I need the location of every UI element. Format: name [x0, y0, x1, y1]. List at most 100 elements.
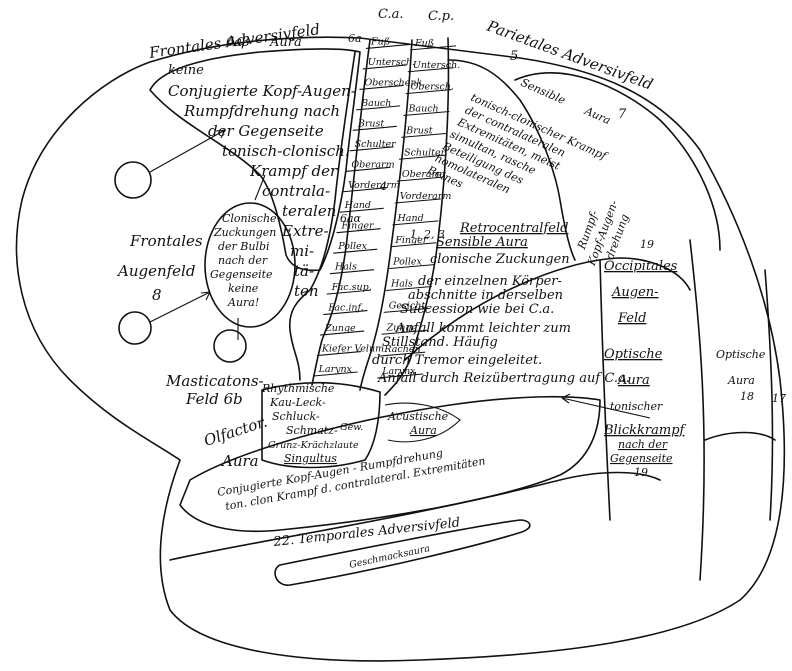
occipital-band-1 — [600, 260, 610, 520]
svg-text:mi-: mi- — [290, 242, 314, 260]
svg-text:der Bulbi: der Bulbi — [218, 240, 270, 253]
svg-text:Anfall kommt leichter zum: Anfall kommt leichter zum — [395, 321, 571, 336]
svg-text:18: 18 — [740, 390, 754, 403]
geschmacksaura-label: Geschmacksaura — [348, 543, 431, 571]
svg-text:Sensible: Sensible — [519, 76, 568, 107]
cp-row-label: Gesicht — [389, 300, 426, 311]
frontal-eye-field: Frontales Augenfeld 8 — [116, 232, 203, 304]
svg-text:nach der: nach der — [218, 254, 268, 267]
clonic-bulbi: Clonische Zuckungen der Bulbi nach der G… — [210, 212, 277, 309]
cp-row-label: Rachen — [383, 344, 420, 355]
svg-text:Rhythmische: Rhythmische — [261, 382, 335, 395]
svg-text:Aura: Aura — [617, 373, 650, 388]
svg-text:tä-: tä- — [294, 262, 314, 280]
area-6ab-keine: keine — [168, 63, 204, 78]
ca-row-label: Fac.sup. — [331, 282, 372, 293]
svg-text:Occipitales: Occipitales — [604, 259, 678, 274]
area-6ab-aura: Aura — [269, 35, 302, 50]
cp-row-label: Schulter — [404, 147, 447, 158]
cp-row-label: Hals — [390, 279, 413, 290]
area-7: 7 — [618, 107, 627, 122]
svg-text:teralen: teralen — [282, 202, 336, 220]
svg-text:Singultus: Singultus — [284, 452, 337, 465]
svg-text:Aura!: Aura! — [227, 296, 259, 309]
svg-text:Acustische: Acustische — [387, 410, 449, 423]
svg-text:ten: ten — [294, 282, 319, 300]
svg-text:nach der: nach der — [618, 438, 668, 451]
occipital-eye-field: Occipitales Augen- Feld — [604, 259, 678, 326]
ca-row-label: Pollex — [337, 241, 367, 252]
rhythmische: Rhythmische Kau-Leck- Schluck- Schmatz- — [261, 382, 338, 437]
mastication-field: Masticatons- Feld 6b — [165, 372, 264, 408]
svg-text:Optische: Optische — [604, 347, 663, 362]
svg-text:Aura: Aura — [220, 452, 259, 470]
grunz: Grunz-Krächzlaute Singultus — [268, 440, 359, 465]
occipital-band-2 — [690, 240, 704, 580]
cp-row-label: Hand — [397, 213, 424, 224]
svg-text:contrala-: contrala- — [262, 182, 330, 200]
area-6ab-number: 6aβ — [226, 35, 250, 50]
ca-row-label: Vorderarm — [348, 180, 400, 191]
svg-text:Gegenseite: Gegenseite — [210, 268, 273, 281]
area-17: 17 — [772, 392, 786, 405]
svg-text:Blickkrampf: Blickkrampf — [603, 423, 687, 438]
svg-text:8: 8 — [152, 286, 162, 304]
cp-row-label: Obersch. — [411, 82, 454, 93]
svg-text:keine: keine — [228, 282, 259, 295]
retro-text: clonische Zuckungen der einzelnen Körper… — [400, 252, 570, 317]
ca-row-label: Hand — [344, 200, 371, 211]
svg-text:Aura: Aura — [409, 424, 437, 437]
occipital-sep — [705, 433, 775, 441]
svg-text:Extre-: Extre- — [281, 222, 329, 240]
svg-text:Krampf der: Krampf der — [249, 162, 338, 180]
svg-text:Gegenseite: Gegenseite — [610, 452, 673, 465]
ca-row-label: Oberarm — [351, 159, 394, 170]
cp-row-label: Finger — [394, 235, 428, 246]
cp-row-label: Vorderarm — [400, 191, 452, 202]
ca-row-label: Finger — [341, 221, 375, 232]
ca-row-label: Fac.inf. — [327, 303, 363, 314]
gew: Gew. — [340, 422, 363, 433]
svg-text:Zuckungen: Zuckungen — [213, 226, 276, 239]
cp-row-label: Pollex — [392, 257, 422, 268]
ca-row-label: Brust — [357, 118, 385, 129]
svg-text:Optische: Optische — [716, 348, 766, 361]
svg-text:der einzelnen Körper-: der einzelnen Körper- — [418, 274, 562, 289]
area-7-text: tonisch-clonischer Krampf der contralate… — [425, 86, 610, 240]
blickkrampf: Blickkrampf nach der Gegenseite — [603, 423, 687, 465]
cp-row-label: Fuß — [414, 38, 434, 49]
olfactor-aura: Olfactor. Aura — [202, 412, 270, 470]
cp-label: C.p. — [428, 9, 454, 24]
svg-text:tonisch-clonisch.: tonisch-clonisch. — [222, 142, 350, 160]
svg-text:Aura: Aura — [582, 104, 613, 127]
svg-text:Augenfeld: Augenfeld — [116, 262, 195, 280]
cp-row-label: Brust — [405, 125, 433, 136]
svg-text:Conjugierte Kopf-Augen-: Conjugierte Kopf-Augen- — [168, 82, 356, 100]
ca-row-label: Kiefer Velum — [321, 344, 384, 355]
circle-3 — [214, 330, 246, 362]
cp-row-label: Untersch. — [413, 60, 460, 71]
cp-row-label: Bauch — [407, 104, 438, 115]
ca-row-label: Untersch. — [368, 57, 415, 68]
area-6a-top: 6a — [348, 32, 362, 45]
svg-text:Kau-Leck-: Kau-Leck- — [269, 396, 326, 409]
svg-text:Frontales: Frontales — [129, 232, 203, 250]
svg-text:Schluck-: Schluck- — [272, 410, 320, 423]
svg-text:Masticatons-: Masticatons- — [165, 372, 264, 390]
svg-text:Feld: Feld — [617, 311, 646, 326]
temporal-adversive-label: 22. Temporales Adversivfeld — [272, 515, 461, 550]
ca-row-label: Fuß — [370, 36, 390, 47]
svg-text:abschnitte in derselben: abschnitte in derselben — [408, 288, 563, 303]
svg-text:Augen-: Augen- — [611, 285, 659, 300]
ca-row-label: Hals — [334, 262, 357, 273]
retrocentral-label: Retrocentralfeld — [459, 221, 568, 236]
ca-row-label: Larynx — [318, 364, 353, 375]
cp-row-label: Zunge — [386, 322, 418, 333]
svg-text:Rumpfdrehung nach: Rumpfdrehung nach — [183, 102, 340, 120]
ca-row-label: Schulter — [355, 139, 398, 150]
sensible-aura-label: Sensible Aura — [436, 235, 528, 250]
svg-text:Olfactor.: Olfactor. — [202, 412, 270, 449]
acustische: Acustische Aura — [387, 410, 449, 437]
